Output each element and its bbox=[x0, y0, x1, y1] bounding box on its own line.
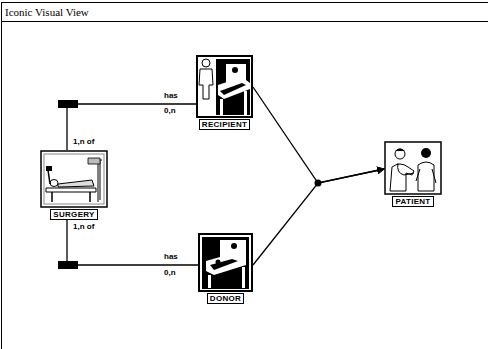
cardinality-label: 0,n bbox=[163, 106, 177, 115]
recipient-entity: RECIPIENT bbox=[196, 55, 253, 130]
generalization-arrow bbox=[253, 169, 384, 265]
entity-label: SURGERY bbox=[50, 209, 97, 220]
relationship-marker bbox=[58, 261, 78, 269]
patient-icon bbox=[384, 141, 442, 195]
entity-label: RECIPIENT bbox=[199, 119, 250, 130]
surgery-entity: SURGERY bbox=[40, 150, 108, 220]
relationship-line bbox=[67, 220, 198, 265]
title-bar: Iconic Visual View bbox=[1, 2, 488, 22]
entity-label: DONOR bbox=[207, 293, 244, 304]
cardinality-label: has bbox=[163, 252, 179, 261]
generalization-arrow bbox=[253, 87, 384, 183]
entity-label: PATIENT bbox=[392, 196, 433, 207]
patient-entity: PATIENT bbox=[384, 141, 442, 207]
cardinality-label: 1,n of bbox=[72, 222, 95, 231]
cardinality-label: 0,n bbox=[163, 268, 177, 277]
junction-dot bbox=[315, 180, 322, 187]
donor-entity: DONOR bbox=[198, 233, 253, 304]
cardinality-label: has bbox=[163, 91, 179, 100]
surgery-icon bbox=[40, 150, 108, 208]
recipient-icon bbox=[196, 55, 253, 118]
cardinality-label: 1,n of bbox=[72, 137, 95, 146]
relationship-line bbox=[67, 104, 196, 150]
donor-icon bbox=[198, 233, 253, 292]
view-title: Iconic Visual View bbox=[1, 3, 488, 18]
frame-line bbox=[1, 2, 2, 349]
relationship-marker bbox=[58, 100, 78, 108]
